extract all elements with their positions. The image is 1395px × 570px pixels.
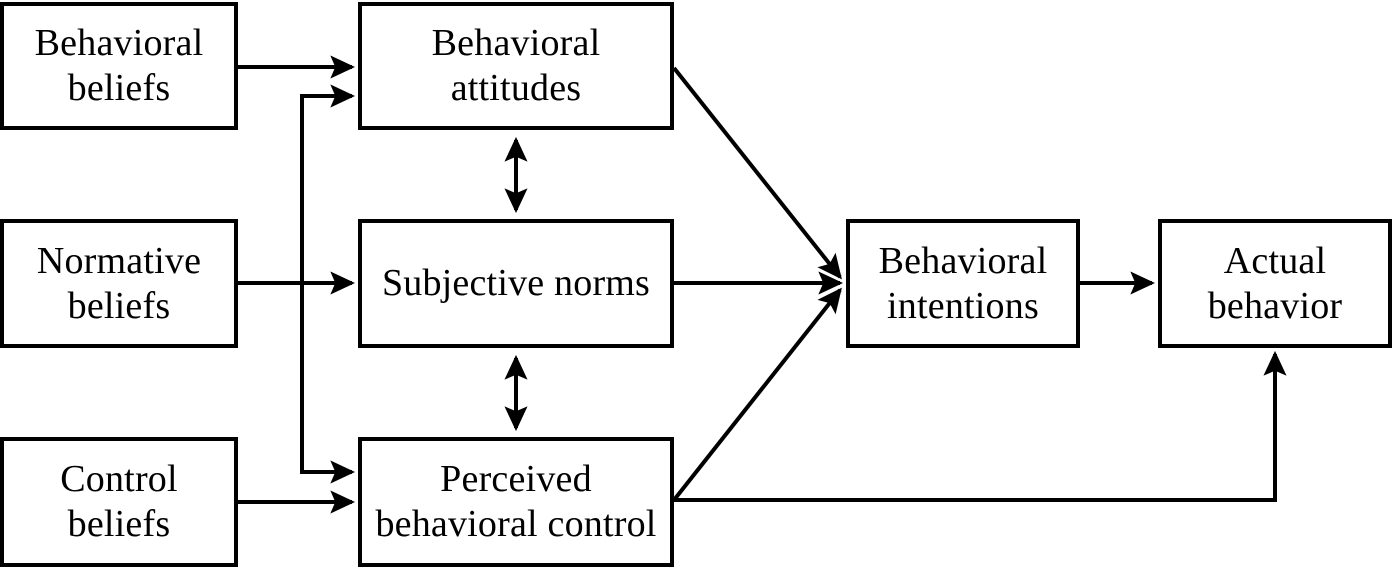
node-label-actual-behavior: Actual behavior xyxy=(1207,239,1343,327)
node-behavioral-beliefs[interactable]: Behavioral beliefs xyxy=(0,2,238,130)
node-label-behavioral-attitudes: Behavioral attitudes xyxy=(431,22,601,109)
node-normative-beliefs[interactable]: Normative beliefs xyxy=(0,219,238,348)
node-behavioral-intentions[interactable]: Behavioral intentions xyxy=(846,219,1080,348)
edge-attitudes-to-intentions xyxy=(672,66,842,280)
node-label-normative-beliefs: Normative beliefs xyxy=(36,239,202,327)
node-control-beliefs[interactable]: Control beliefs xyxy=(0,437,238,567)
node-actual-behavior[interactable]: Actual behavior xyxy=(1158,219,1392,348)
edge-perceived-to-intentions xyxy=(672,287,842,502)
node-perceived-behavioral-control[interactable]: Perceived behavioral control xyxy=(358,437,674,567)
node-label-perceived-behavioral-control: Perceived behavioral control xyxy=(375,458,657,545)
node-label-control-beliefs: Control beliefs xyxy=(60,458,178,545)
node-label-behavioral-intentions: Behavioral intentions xyxy=(878,239,1048,327)
node-label-subjective-norms: Subjective norms xyxy=(381,262,651,305)
node-label-behavioral-beliefs: Behavioral beliefs xyxy=(34,22,204,109)
node-subjective-norms[interactable]: Subjective norms xyxy=(358,219,674,348)
edge-perceived-to-behavior xyxy=(674,390,1277,502)
node-behavioral-attitudes[interactable]: Behavioral attitudes xyxy=(358,2,674,130)
